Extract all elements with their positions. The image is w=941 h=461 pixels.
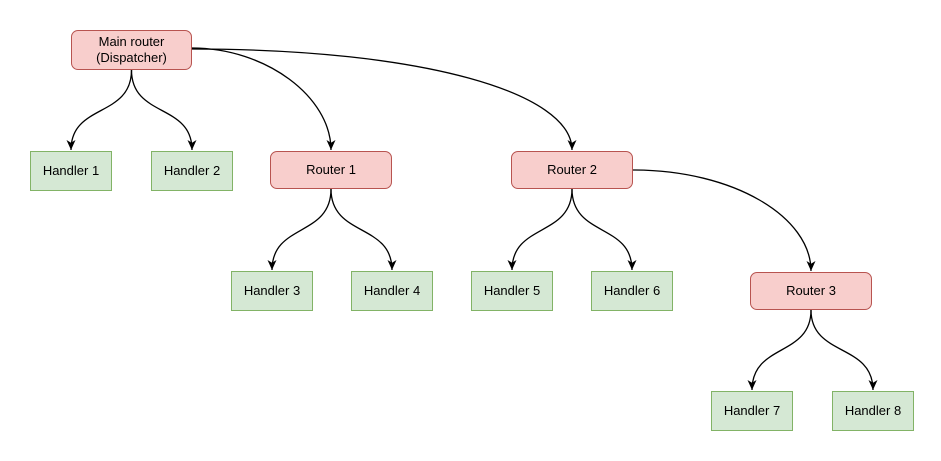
node-label: Router 1	[306, 162, 356, 177]
edge-router3-to-handler7	[747, 309, 812, 391]
node-handler-5: Handler 5	[471, 271, 553, 311]
node-label: Handler 5	[483, 283, 541, 298]
node-label: Handler 3	[243, 283, 301, 298]
node-main-router: Main router (Dispatcher)	[71, 30, 192, 70]
edge-main-to-router1	[191, 47, 336, 151]
edge-router2-to-handler6	[571, 188, 637, 271]
node-handler-3: Handler 3	[231, 271, 313, 311]
node-label: Router 2	[547, 162, 597, 177]
node-handler-8: Handler 8	[832, 391, 914, 431]
edge-router3-to-handler8	[810, 309, 878, 391]
node-router-2: Router 2	[511, 151, 633, 189]
edge-main-to-handler2	[130, 69, 197, 151]
node-label: Handler 6	[603, 283, 661, 298]
node-handler-2: Handler 2	[151, 151, 233, 191]
node-router-1: Router 1	[270, 151, 392, 189]
edge-router1-to-handler4	[330, 188, 397, 271]
node-label: Main router (Dispatcher)	[96, 34, 167, 65]
node-label: Handler 7	[723, 403, 781, 418]
node-handler-1: Handler 1	[30, 151, 112, 191]
node-label: Handler 8	[844, 403, 902, 418]
edge-main-to-handler1	[66, 69, 133, 151]
node-router-3: Router 3	[750, 272, 872, 310]
node-handler-4: Handler 4	[351, 271, 433, 311]
node-handler-6: Handler 6	[591, 271, 673, 311]
edge-router2-to-handler5	[507, 188, 573, 271]
edge-main-to-router2	[191, 48, 577, 151]
edge-router2-to-router3	[632, 169, 816, 272]
node-handler-7: Handler 7	[711, 391, 793, 431]
node-label: Router 3	[786, 283, 836, 298]
node-label: Handler 2	[163, 163, 221, 178]
edge-router1-to-handler3	[267, 188, 332, 271]
node-label: Handler 4	[363, 283, 421, 298]
node-label: Handler 1	[42, 163, 100, 178]
